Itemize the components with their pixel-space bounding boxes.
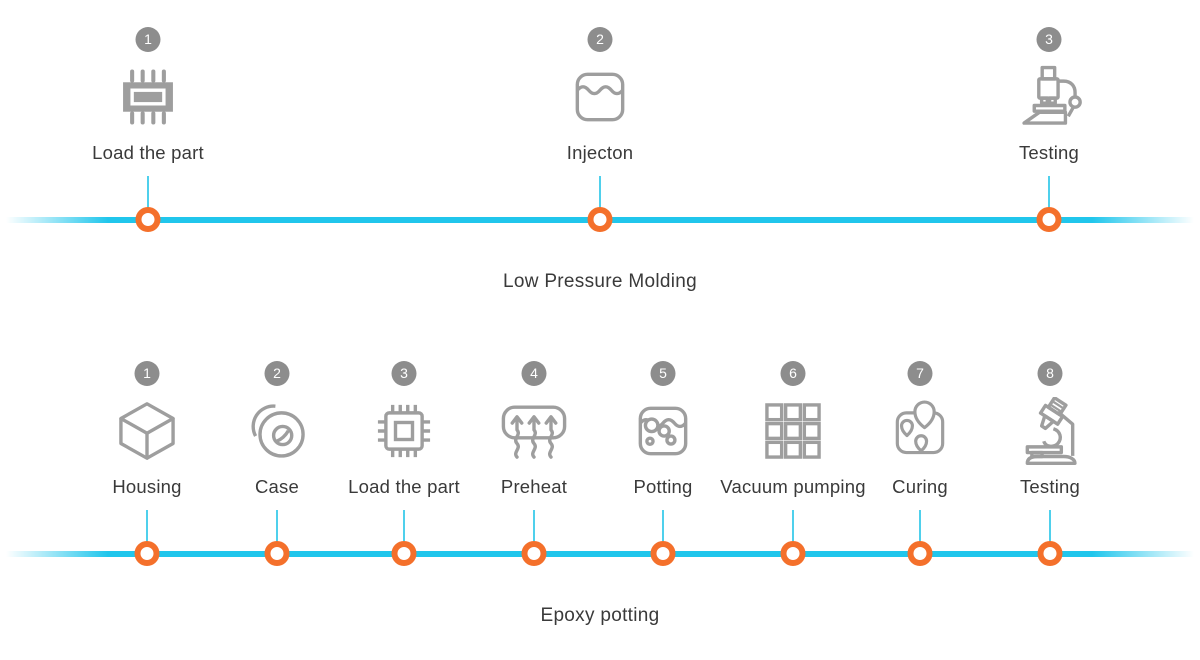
timeline-marker: [907, 541, 933, 566]
timeline-marker: [1036, 207, 1062, 232]
step-label: Vacuum pumping: [720, 476, 866, 497]
timeline-marker: [391, 541, 417, 566]
timeline-marker: [521, 541, 547, 566]
chip-outline-icon: [368, 394, 440, 468]
case-icon: [241, 394, 313, 468]
timeline-marker: [780, 541, 806, 566]
liquid-container-icon: [564, 60, 636, 134]
step-connector-line: [403, 510, 405, 542]
step-connector-line: [792, 510, 794, 542]
step-number-badge: 1: [134, 361, 160, 386]
timeline-marker: [1037, 541, 1063, 566]
step-label: Curing: [892, 476, 948, 497]
step-number-badge: 3: [391, 361, 417, 386]
timeline-line: [0, 551, 1200, 557]
step-number-badge: 2: [264, 361, 290, 386]
step-label: Injecton: [566, 142, 634, 163]
step-label: Testing: [1018, 142, 1080, 163]
process-row: 1 Housing 2 Case 3 Load the part 4 Preheat 5…: [0, 334, 1200, 654]
microscope-icon: [1013, 60, 1085, 134]
step-connector-line: [919, 510, 921, 542]
process-title: Low Pressure Molding: [503, 271, 697, 292]
step-connector-line: [1048, 176, 1050, 208]
step-connector-line: [146, 510, 148, 542]
potting-icon: [627, 394, 699, 468]
step-label: Load the part: [92, 142, 204, 163]
step-number-badge: 2: [587, 27, 613, 52]
step-label: Preheat: [500, 476, 568, 497]
timeline-marker: [650, 541, 676, 566]
timeline-marker: [135, 207, 161, 232]
chip-filled-icon: [112, 60, 184, 134]
step-label: Testing: [1019, 476, 1081, 497]
step-label: Case: [255, 476, 299, 497]
step-connector-line: [533, 510, 535, 542]
timeline-marker: [587, 207, 613, 232]
preheat-icon: [498, 394, 570, 468]
step-number-badge: 7: [907, 361, 933, 386]
step-label: Load the part: [348, 476, 460, 497]
step-label: Potting: [633, 476, 693, 497]
step-number-badge: 5: [650, 361, 676, 386]
timeline-marker: [134, 541, 160, 566]
cube-icon: [111, 394, 183, 468]
microscope-tilted-icon: [1014, 394, 1086, 468]
step-label: Housing: [112, 476, 182, 497]
timeline-marker: [264, 541, 290, 566]
step-number-badge: 4: [521, 361, 547, 386]
step-number-badge: 1: [135, 27, 161, 52]
process-title: Epoxy potting: [540, 605, 660, 626]
step-number-badge: 6: [780, 361, 806, 386]
grid-icon: [757, 394, 829, 468]
step-number-badge: 8: [1037, 361, 1063, 386]
step-connector-line: [1049, 510, 1051, 542]
step-connector-line: [276, 510, 278, 542]
step-connector-line: [599, 176, 601, 208]
step-connector-line: [147, 176, 149, 208]
step-number-badge: 3: [1036, 27, 1062, 52]
curing-icon: [884, 394, 956, 468]
step-connector-line: [662, 510, 664, 542]
